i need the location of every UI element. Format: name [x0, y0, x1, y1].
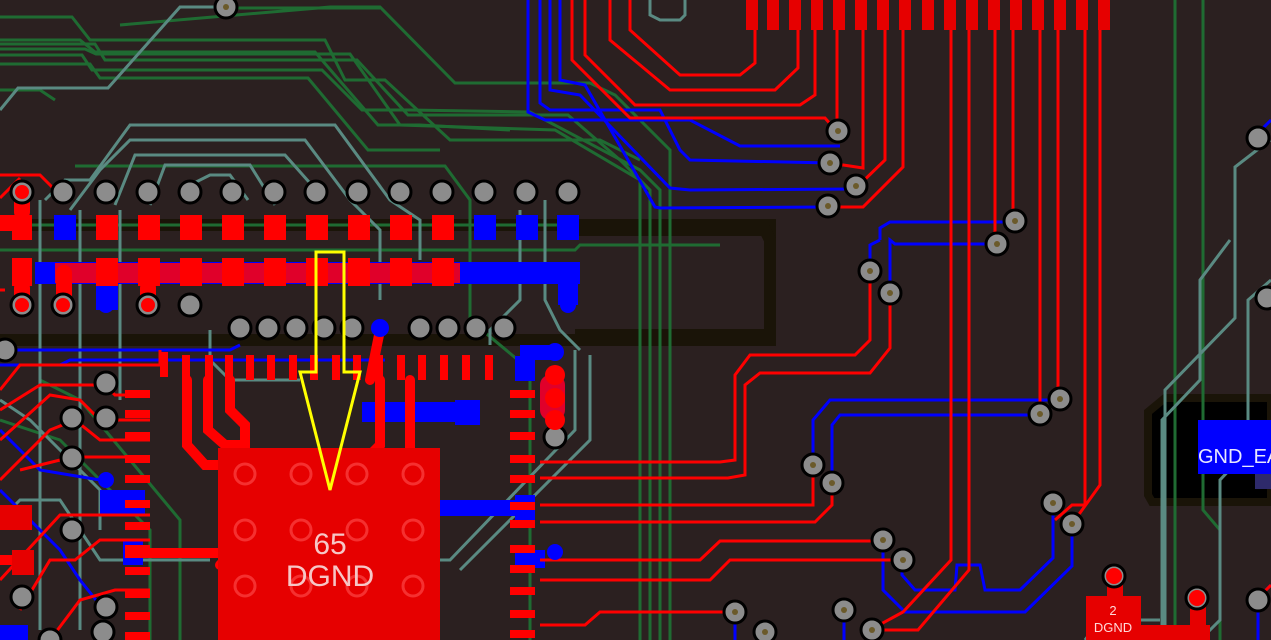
connector-fingers-top[interactable] — [746, 0, 1110, 30]
annotation-arrow — [298, 250, 362, 491]
polygon-net-label: GND_EA — [1198, 446, 1271, 468]
left-edge-pad[interactable] — [0, 505, 32, 530]
ic-exposed-pad-dgnd[interactable] — [218, 448, 440, 640]
thermal-vias — [233, 462, 425, 598]
left-edge-pad-2[interactable] — [12, 550, 34, 575]
ic-pins[interactable] — [125, 352, 565, 640]
